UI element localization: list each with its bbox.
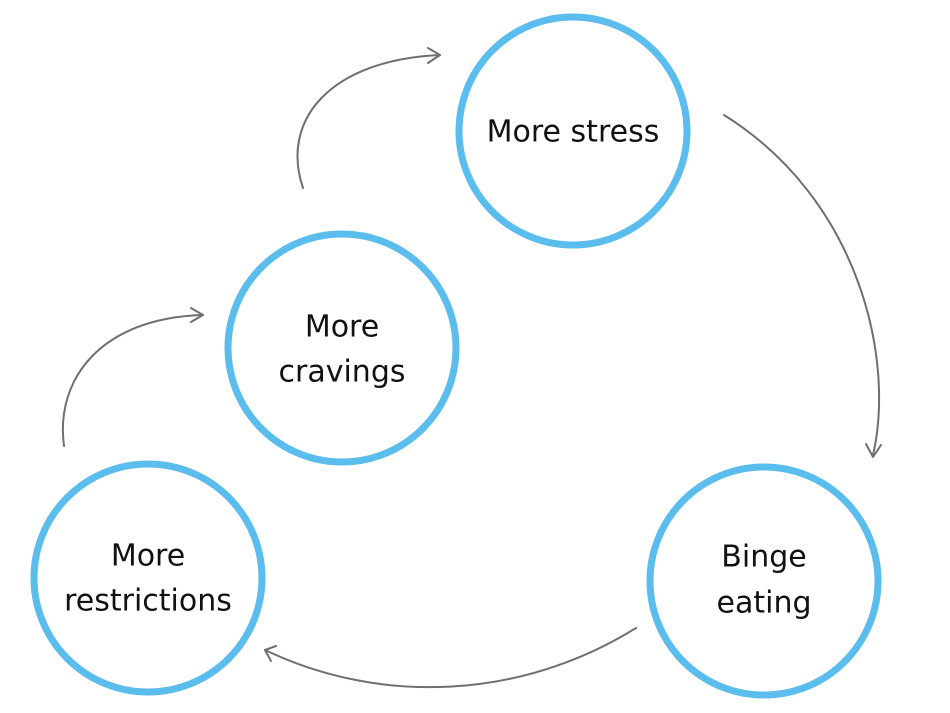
node-more-stress: More stress (455, 13, 691, 249)
node-label-line-1: Binge (721, 540, 806, 575)
node-label-line-2: restrictions (64, 584, 232, 619)
node-label: More stress (487, 115, 660, 150)
node-label-line-2: eating (717, 586, 812, 621)
arrow-binge-to-restrictions (264, 627, 637, 689)
arrow-cravings-to-stress (296, 47, 441, 189)
node-label-line-2: cravings (279, 355, 406, 390)
node-circle (224, 230, 460, 466)
arrow-restrictions-to-cravings (61, 307, 204, 447)
node-more-restrictions: More restrictions (30, 460, 266, 696)
node-circle (646, 463, 882, 699)
node-label-line-1: More (305, 310, 379, 345)
node-label-line-1: More (111, 539, 185, 574)
node-circle (455, 13, 691, 249)
arrow-stress-to-binge (723, 114, 882, 458)
node-circle (30, 460, 266, 696)
node-more-cravings: More cravings (224, 230, 460, 466)
node-binge-eating: Binge eating (646, 463, 882, 699)
